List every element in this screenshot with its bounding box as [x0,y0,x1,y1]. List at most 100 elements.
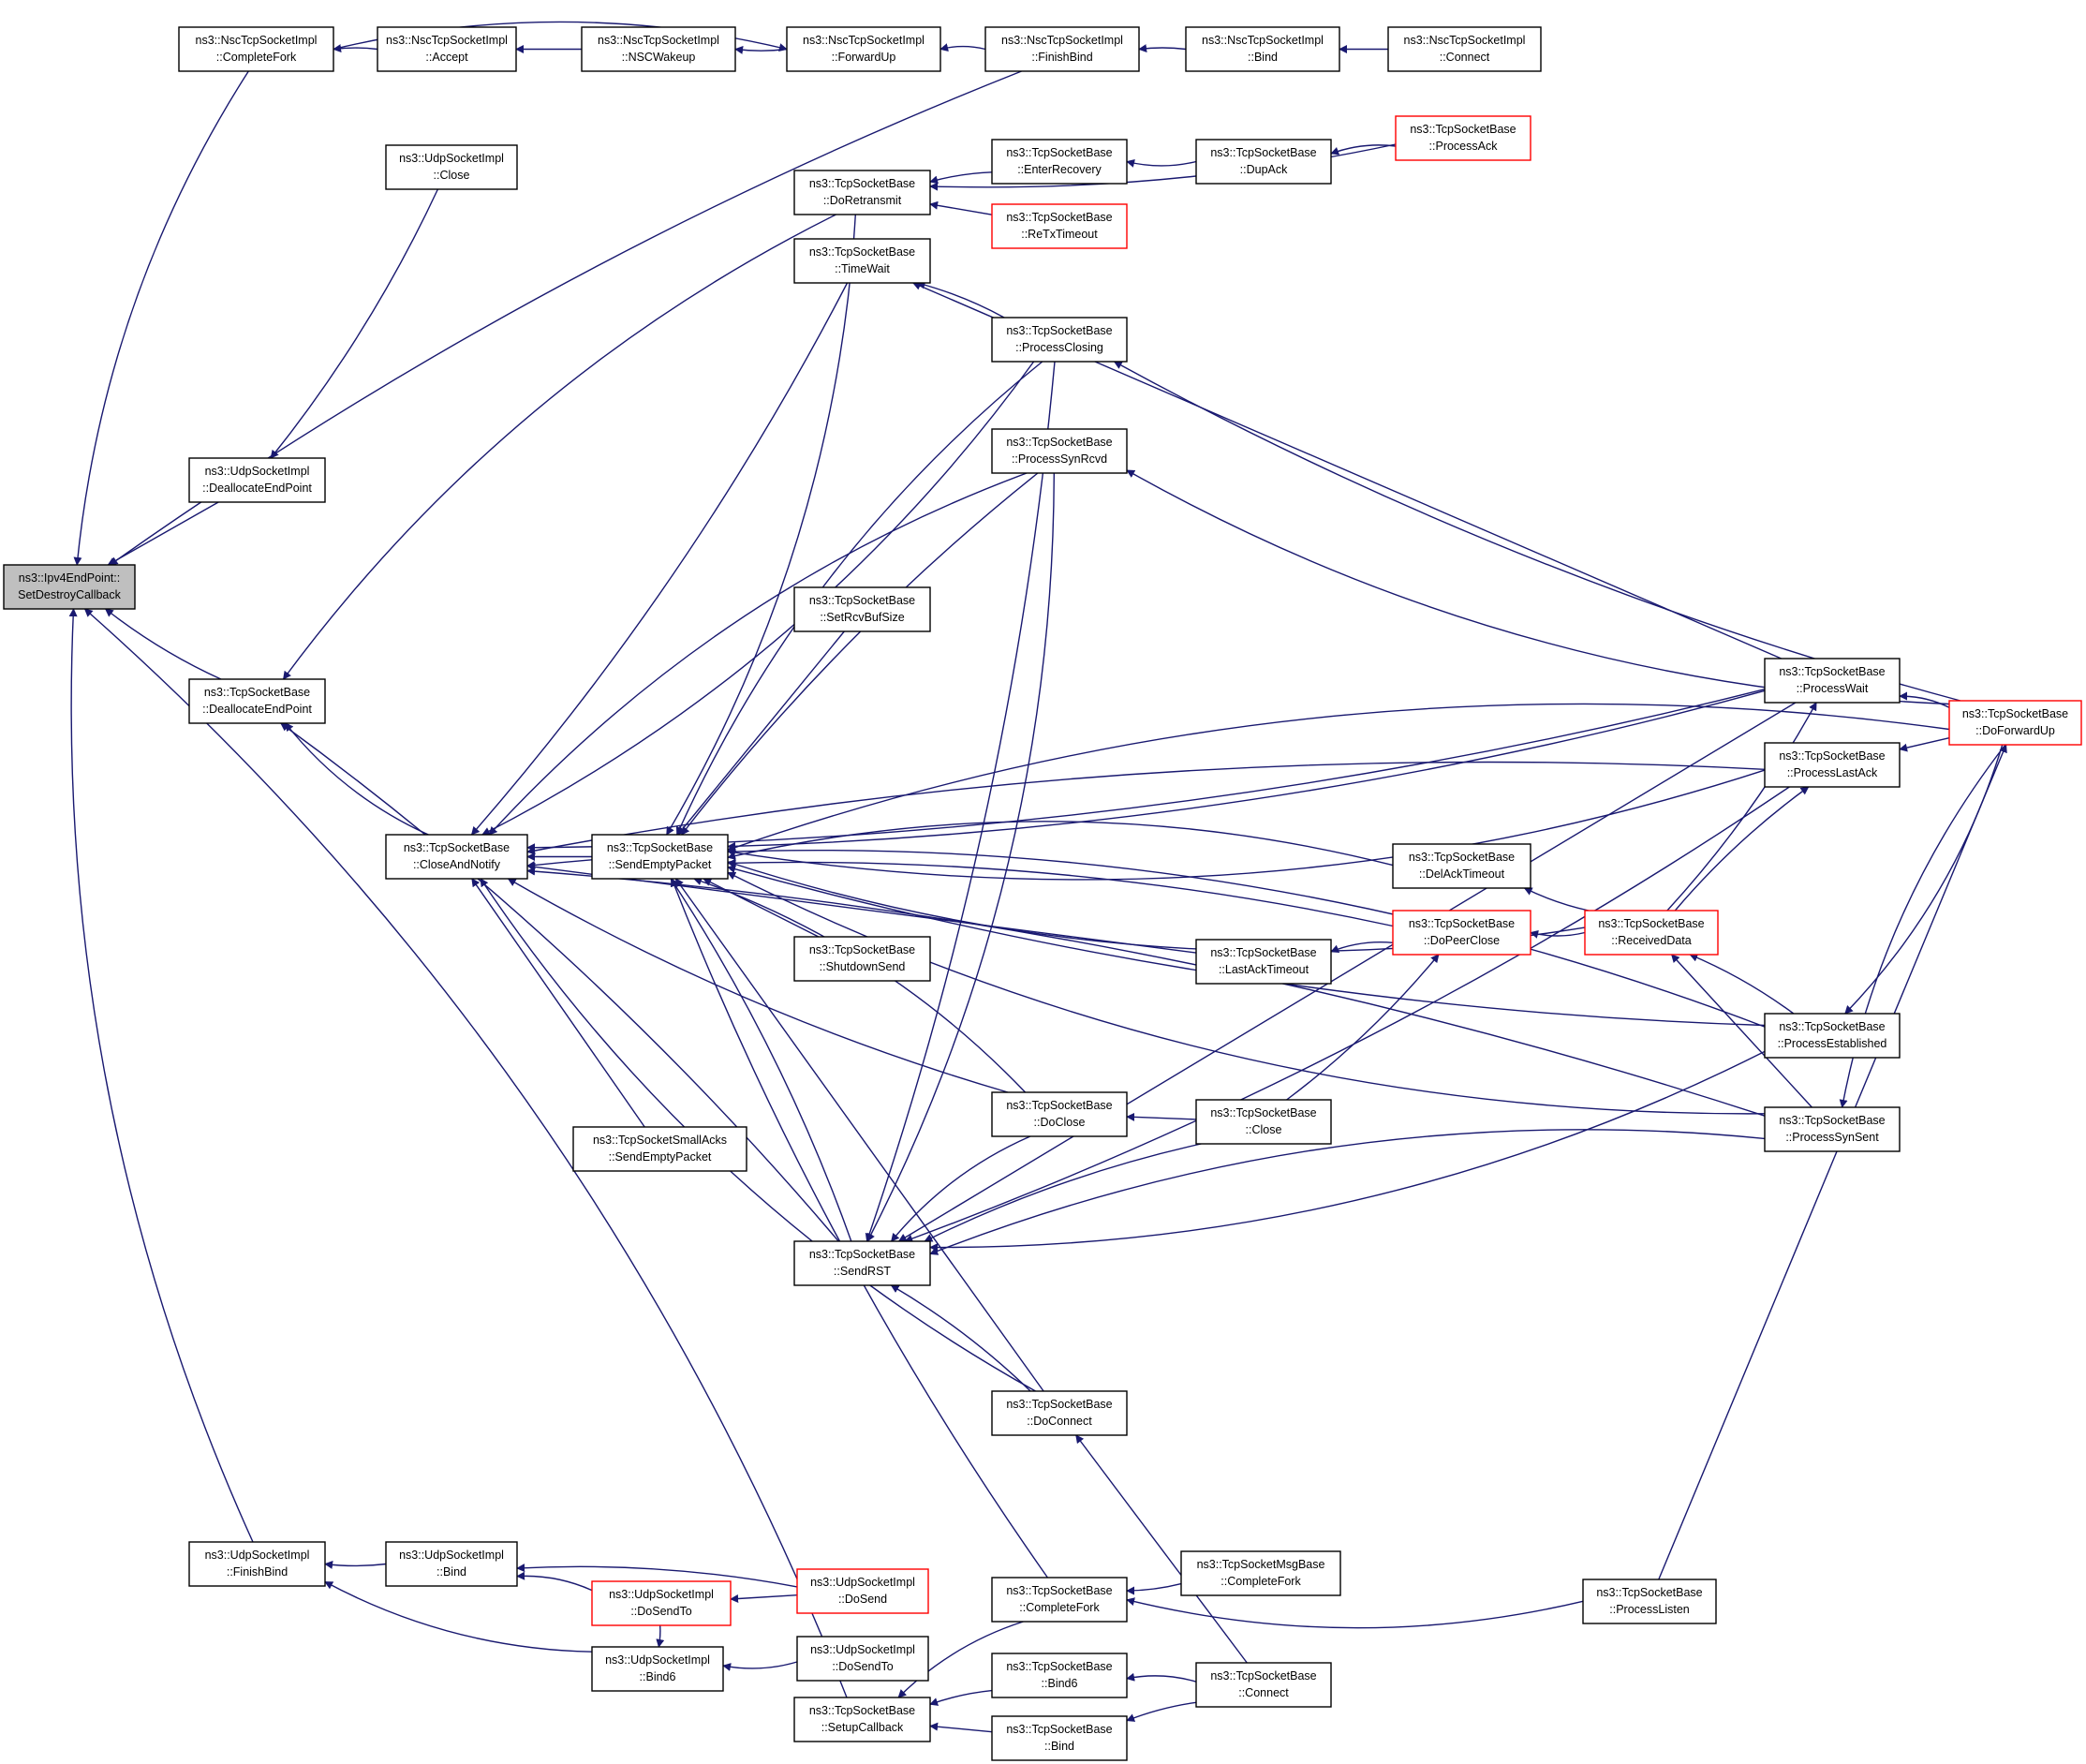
node-method-label: ::SendEmptyPacket [609,858,712,871]
edge-udp-dealloc-to-root [107,501,219,566]
node-tcp-sep[interactable]: ns3::TcpSocketBase::SendEmptyPacket [591,834,729,880]
node-tcp-dupack[interactable]: ns3::TcpSocketBase::DupAck [1195,139,1332,185]
node-tcpsa-sep[interactable]: ns3::TcpSocketSmallAcks::SendEmptyPacket [572,1126,747,1172]
node-method-label: ::ProcessSynSent [1785,1131,1879,1144]
node-tcp-procwait[interactable]: ns3::TcpSocketBase::ProcessWait [1764,658,1901,704]
node-class-label: ns3::UdpSocketImpl [399,1549,504,1562]
node-method-label: ::ProcessWait [1797,682,1869,695]
node-udp-dealloc[interactable]: ns3::UdpSocketImpl::DeallocateEndPoint [188,457,326,503]
edge-tcp-closing-to-tcp-can [481,361,1035,836]
node-tcp-rst[interactable]: ns3::TcpSocketBase::SendRST [793,1240,931,1286]
node-udp-bind[interactable]: ns3::UdpSocketImpl::Bind [385,1541,518,1587]
node-tcp-dealloc[interactable]: ns3::TcpSocketBase::DeallocateEndPoint [188,678,326,724]
node-nsc-cf[interactable]: ns3::NscTcpSocketImpl::CompleteFork [178,26,334,72]
node-tcp-dofwd[interactable]: ns3::TcpSocketBase::DoForwardUp [1948,700,2082,746]
node-method-label: ::ShutdownSend [820,960,906,973]
node-tcp-retx[interactable]: ns3::TcpSocketBase::DoRetransmit [793,170,931,215]
node-tcp-recvdata[interactable]: ns3::TcpSocketBase::ReceivedData [1584,910,1719,956]
node-class-label: ns3::TcpSocketBase [1779,1020,1885,1033]
node-nsc-fb[interactable]: ns3::NscTcpSocketImpl::FinishBind [984,26,1140,72]
node-box [1395,115,1531,161]
node-tcp-closing[interactable]: ns3::TcpSocketBase::ProcessClosing [991,317,1128,363]
node-method-label: ::ProcessClosing [1015,341,1103,354]
node-box [796,1568,929,1614]
edge-tcp-dealloc-to-root [104,608,222,680]
edge-tcp-recvdata-to-tcp-peerclose [1530,930,1586,939]
node-tcp-enterrec[interactable]: ns3::TcpSocketBase::EnterRecovery [991,139,1128,185]
node-tcp-bind6[interactable]: ns3::TcpSocketBase::Bind6 [991,1653,1128,1698]
node-method-label: ::DoClose [1034,1116,1086,1129]
edge-tcp-lastack-to-tcp-rst [904,786,1790,1243]
node-method-label: ::DoForwardUp [1975,724,2055,737]
node-box [984,26,1140,72]
node-tcp-can[interactable]: ns3::TcpSocketBase::CloseAndNotify [385,834,528,880]
node-tcp-rcvbuf[interactable]: ns3::TcpSocketBase::SetRcvBufSize [793,586,931,632]
node-method-label: ::CompleteFork [216,51,297,64]
node-udp-dosendto[interactable]: ns3::UdpSocketImpl::DoSendTo [591,1580,732,1626]
node-tcp-cf[interactable]: ns3::TcpSocketBase::CompleteFork [991,1577,1128,1623]
node-tcp-listen[interactable]: ns3::TcpSocketBase::ProcessListen [1582,1579,1717,1624]
node-tcp-delack[interactable]: ns3::TcpSocketBase::DelAckTimeout [1392,843,1531,889]
edge-tcp-rcvbuf-to-tcp-sep [677,630,845,836]
edge-nsc-fup-to-nsc-wake [734,45,788,54]
node-tcp-shutdown[interactable]: ns3::TcpSocketBase::ShutdownSend [793,936,931,982]
node-tcp-timewait[interactable]: ns3::TcpSocketBase::TimeWait [793,238,931,284]
node-tcp-close[interactable]: ns3::TcpSocketBase::Close [1195,1099,1332,1145]
node-box [3,564,136,610]
node-tcp-retxto[interactable]: ns3::TcpSocketBase::ReTxTimeout [991,203,1128,249]
node-udp-dosend[interactable]: ns3::UdpSocketImpl::DoSend [796,1568,929,1614]
node-class-label: ns3::TcpSocketBase [809,943,915,956]
node-tcp-doclose[interactable]: ns3::TcpSocketBase::DoClose [991,1091,1128,1137]
node-tcp-synrcvd[interactable]: ns3::TcpSocketBase::ProcessSynRcvd [991,428,1128,474]
node-tcp-lastackto[interactable]: ns3::TcpSocketBase::LastAckTimeout [1195,939,1332,985]
node-tcp-bind[interactable]: ns3::TcpSocketBase::Bind [991,1715,1128,1761]
node-tcp-setupcb[interactable]: ns3::TcpSocketBase::SetupCallback [793,1697,931,1742]
edge-tcp-established-to-tcp-rst [929,1050,1766,1253]
node-box [1948,700,2082,746]
node-tcp-established[interactable]: ns3::TcpSocketBase::ProcessEstablished [1764,1013,1901,1059]
node-udp-dosendto2[interactable]: ns3::UdpSocketImpl::DoSendTo [796,1636,929,1682]
node-tcpmsg-cf[interactable]: ns3::TcpSocketMsgBase::CompleteFork [1180,1550,1341,1596]
node-nsc-fup[interactable]: ns3::NscTcpSocketImpl::ForwardUp [786,26,941,72]
node-class-label: ns3::TcpSocketBase [809,594,915,607]
call-edges [68,21,2007,1733]
node-box [1185,26,1340,72]
node-box [793,936,931,982]
node-class-label: ns3::TcpSocketBase [1006,211,1112,224]
node-tcp-peerclose[interactable]: ns3::TcpSocketBase::DoPeerClose [1392,910,1531,956]
node-nsc-conn[interactable]: ns3::NscTcpSocketImpl::Connect [1387,26,1542,72]
node-tcp-doconnect[interactable]: ns3::TcpSocketBase::DoConnect [991,1390,1128,1436]
node-tcp-synsent[interactable]: ns3::TcpSocketBase::ProcessSynSent [1764,1106,1901,1152]
edge-tcp-doclose-to-tcp-rst [891,1135,1031,1242]
node-udp-fb[interactable]: ns3::UdpSocketImpl::FinishBind [188,1541,326,1587]
node-box [796,1636,929,1682]
node-tcp-connect[interactable]: ns3::TcpSocketBase::Connect [1195,1662,1332,1708]
node-class-label: ns3::TcpSocketMsgBase [1197,1558,1325,1571]
edge-tcp-can-to-tcp-dealloc [285,722,429,836]
node-class-label: ns3::TcpSocketBase [809,245,915,259]
edge-udp-dosend-to-udp-dosendto [730,1594,798,1604]
node-box [1195,139,1332,185]
node-nsc-bind[interactable]: ns3::NscTcpSocketImpl::Bind [1185,26,1340,72]
node-tcp-procack[interactable]: ns3::TcpSocketBase::ProcessAck [1395,115,1531,161]
node-box [188,678,326,724]
edge-tcp-listen-to-tcp-dofwd [1658,744,2007,1580]
node-nsc-acc[interactable]: ns3::NscTcpSocketImpl::Accept [377,26,517,72]
node-udp-bind6[interactable]: ns3::UdpSocketImpl::Bind6 [591,1646,724,1692]
node-nsc-wake[interactable]: ns3::NscTcpSocketImpl::NSCWakeup [581,26,736,72]
node-box [188,1541,326,1587]
node-class-label: ns3::TcpSocketBase [1210,1106,1316,1119]
node-udp-close[interactable]: ns3::UdpSocketImpl::Close [385,144,518,190]
node-class-label: ns3::TcpSocketBase [809,177,915,190]
edge-tcp-dofwd-to-tcp-closing [1113,361,1961,702]
edge-tcp-synsent-to-tcp-sep [727,871,1766,1115]
node-box [1392,910,1531,956]
node-tcp-lastack[interactable]: ns3::TcpSocketBase::ProcessLastAck [1764,742,1901,788]
node-method-label: ::ForwardUp [832,51,896,64]
node-method-label: ::ProcessEstablished [1778,1037,1887,1050]
edge-tcp-procack-to-tcp-retx [929,143,1397,191]
node-root[interactable]: ns3::Ipv4EndPoint::SetDestroyCallback [3,564,136,610]
edge-udp-close-to-udp-dealloc [270,188,439,459]
node-method-label: ::Close [1246,1123,1282,1136]
node-method-label: ::Connect [1440,51,1490,64]
